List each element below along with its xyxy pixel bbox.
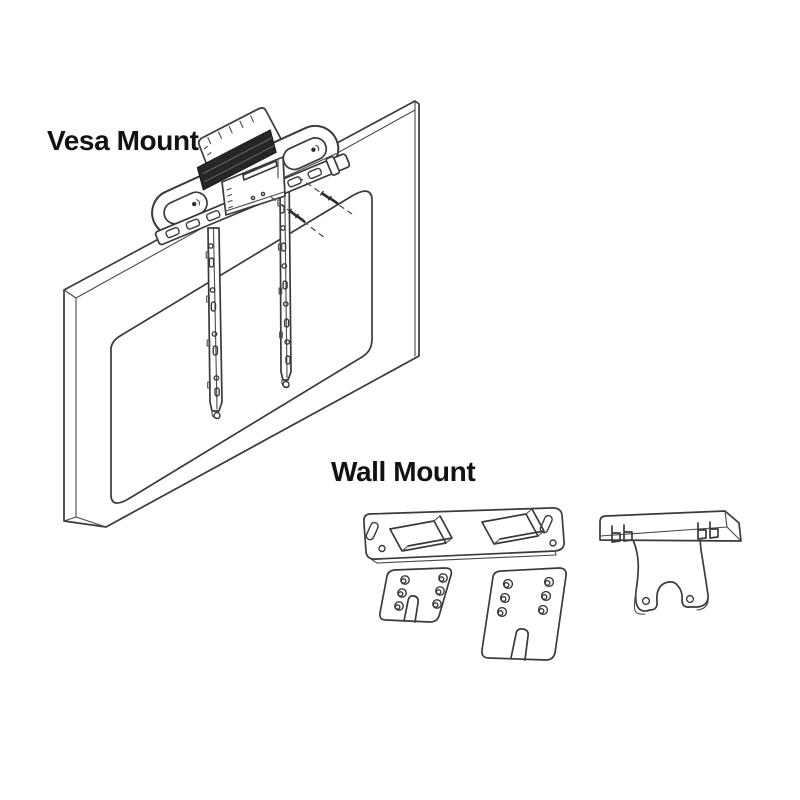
vesa-mount-label: Vesa Mount	[47, 125, 199, 156]
screw	[294, 213, 306, 223]
left-logo-icon	[192, 199, 201, 207]
vesa-mount-diagram	[63, 100, 420, 528]
wall-mount-diagram	[363, 507, 742, 661]
plate-holes	[496, 576, 555, 618]
mounting-screws	[270, 176, 353, 239]
small-adapter-plate	[379, 567, 453, 623]
right-logo-icon	[311, 144, 320, 152]
wall-plate	[363, 507, 565, 564]
hook-opening	[481, 508, 545, 545]
hook-opening	[389, 515, 453, 552]
right-speaker-oval	[282, 137, 328, 171]
center-mount-clamp	[221, 156, 286, 216]
tv-hook-bracket	[599, 510, 742, 615]
screw	[319, 190, 331, 200]
right-vesa-rail	[277, 167, 292, 389]
plate-notch	[510, 628, 529, 661]
wall-mount-label: Wall Mount	[331, 456, 476, 487]
plate-notch	[403, 595, 420, 623]
speaker-grille	[196, 129, 277, 191]
plate-holes	[394, 573, 448, 611]
large-adapter-plate	[481, 567, 567, 661]
screw	[287, 208, 299, 218]
hook-clips	[611, 521, 719, 543]
left-vesa-rail	[205, 227, 223, 420]
display-back-recess	[110, 190, 373, 504]
screw	[327, 195, 339, 205]
display-panel	[63, 100, 420, 528]
